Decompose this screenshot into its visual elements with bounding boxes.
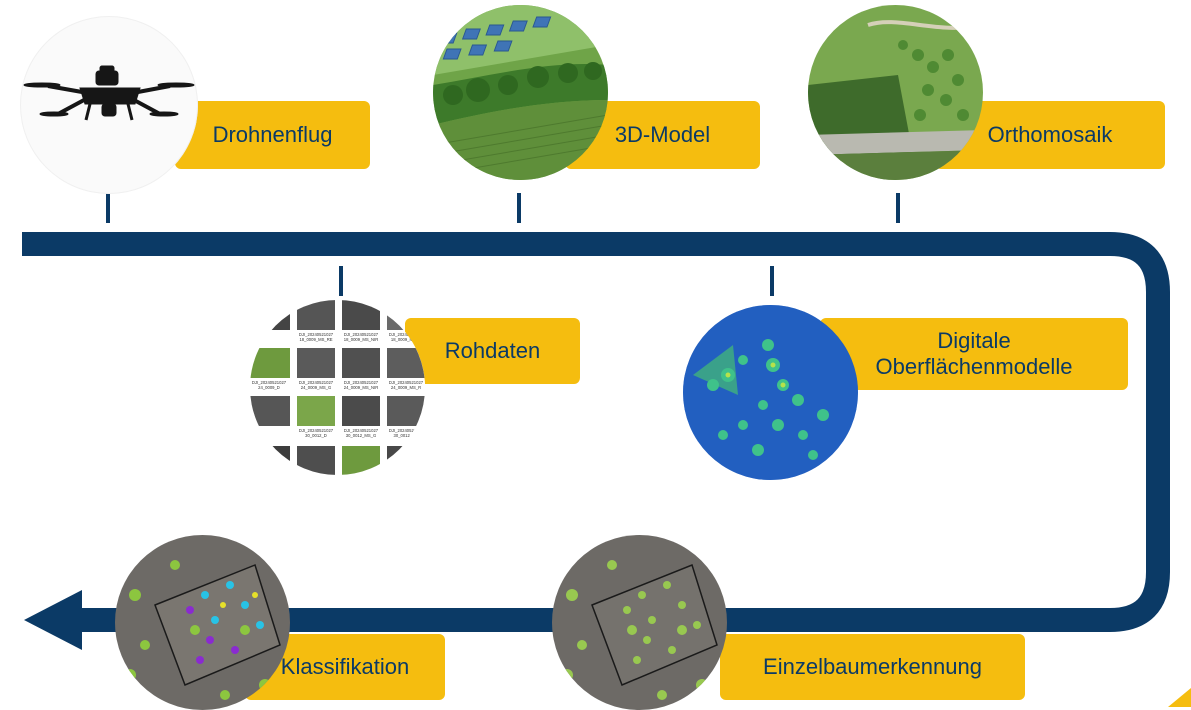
thumbnail-id: DJI_20240521027 xyxy=(299,428,334,433)
label-klassifikation-text: Klassifikation xyxy=(280,653,410,679)
label-einzelbaumerkennung: Einzelbaumerkennung xyxy=(720,634,1025,700)
label-drohnenflug-text: Drohnenflug xyxy=(212,121,333,147)
tick-rohdaten xyxy=(339,266,343,296)
label-rohdaten: Rohdaten xyxy=(405,318,580,384)
thumbnail-label: 18_0009_MS_RE xyxy=(299,337,332,342)
thumbnail-id: DJI_20240521027 xyxy=(389,332,424,337)
thumbnail-label: 24_0009_D xyxy=(258,385,280,390)
label-3d-model-text: 3D-Model xyxy=(614,121,711,147)
thumbnail-id: DJI_20240521027 xyxy=(344,380,379,385)
corner-accent xyxy=(1168,688,1191,707)
thumbnail-label: 24_0009_MS_NIR xyxy=(344,385,378,390)
thumbnail-label: 30_0012_MS_G xyxy=(346,433,377,438)
thumbnail-label: 24_0009_MS_G xyxy=(301,385,332,390)
label-einzelbaumerkennung-text: Einzelbaumerkennung xyxy=(763,653,982,679)
thumbnail-id: DJI_20240521027 xyxy=(344,428,379,433)
oberflaechenmodell-image xyxy=(683,305,858,480)
flow-path-line xyxy=(22,232,1170,632)
tick-orthomosaik xyxy=(896,193,900,223)
label-dom-line2: Oberflächenmodelle xyxy=(875,354,1073,379)
tick-oberflaechenmodelle xyxy=(770,266,774,296)
thumbnail-label: 18_0009_MS_R xyxy=(391,337,421,342)
thumbnail-label: 18_0009_MS_NIR xyxy=(344,337,378,342)
klassifikation-image xyxy=(115,535,290,710)
thumbnail-id: DJI_20240521027 xyxy=(299,332,334,337)
tick-drohnenflug xyxy=(106,193,110,223)
label-rohdaten-text: Rohdaten xyxy=(444,337,541,363)
thumbnail-id: DJI_20240521027 xyxy=(299,380,334,385)
tick-3d-model xyxy=(517,193,521,223)
thumbnail-id: DJI_20240521027 xyxy=(389,428,424,433)
thumbnail-id: DJI_20240521027 xyxy=(252,380,287,385)
flow-arrowhead xyxy=(24,590,82,650)
label-orthomosaik-text: Orthomosaik xyxy=(987,121,1113,147)
label-drohnenflug: Drohnenflug xyxy=(175,101,370,169)
label-dom-line1: Digitale xyxy=(937,327,1011,353)
drone-image xyxy=(20,16,198,194)
thumbnail-label: 30_0012_D xyxy=(305,433,327,438)
3d-model-image xyxy=(433,5,608,180)
thumbnail-label: 30_0012_MS xyxy=(394,433,419,438)
thumbnail-id: DJI_20240521027 xyxy=(344,332,379,337)
thumbnail-label: 24_0009_MS_R xyxy=(391,385,421,390)
label-oberflaechenmodelle: Digitale Oberflächenmodelle xyxy=(820,318,1128,390)
thumbnail-id: DJI_20240521027 xyxy=(389,380,424,385)
label-orthomosaik: Orthomosaik xyxy=(935,101,1165,169)
orthomosaik-image xyxy=(808,5,983,180)
einzelbaumerkennung-image xyxy=(552,535,727,710)
